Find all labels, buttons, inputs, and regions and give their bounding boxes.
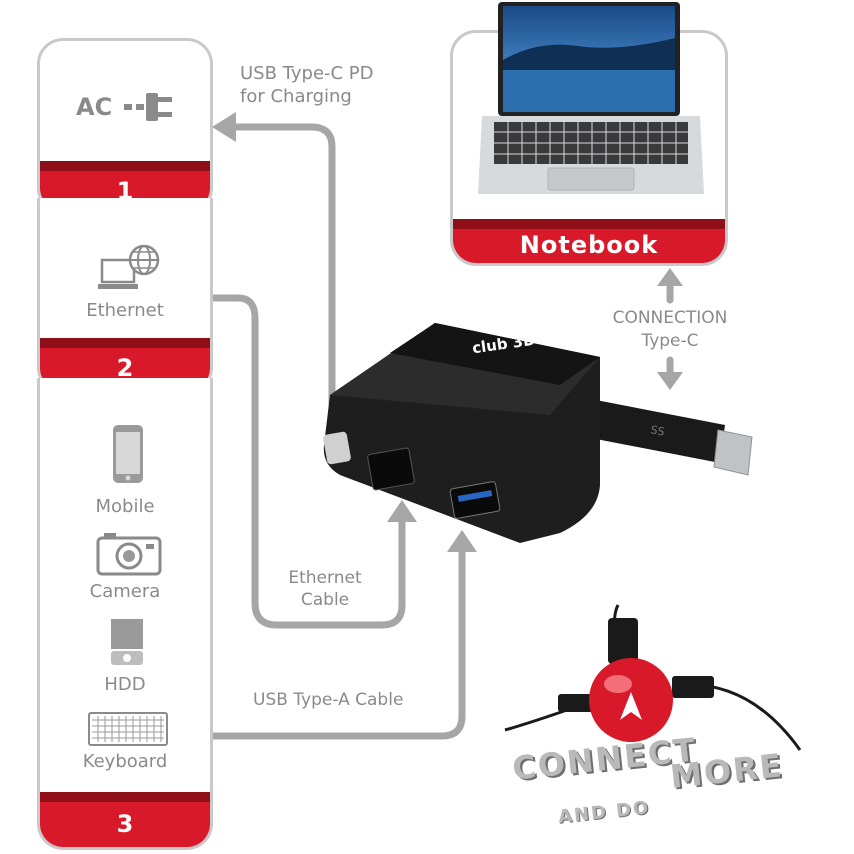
notebook-band: Notebook — [453, 219, 725, 263]
connect-more-illustration: CONNECT AND DO MORE — [500, 600, 820, 840]
ethernet-cable-label: Ethernet Cable — [270, 567, 380, 611]
ethernet-globe-icon — [98, 242, 162, 294]
hdd-label: HDD — [104, 674, 146, 695]
keyboard-icon — [88, 712, 168, 746]
camera-icon — [96, 530, 162, 576]
connection-up-arrow — [657, 268, 683, 286]
connection-line2: Type-C — [641, 331, 699, 351]
card-number-2: 2 — [116, 354, 134, 382]
usb-a-arrow-head — [447, 530, 477, 552]
ethernet-card: Ethernet 2 — [37, 198, 213, 394]
ac-power-card: AC 1 — [37, 38, 213, 214]
hdd-icon — [110, 618, 144, 666]
connection-down-arrow — [657, 372, 683, 390]
usb-a-cable-line — [208, 544, 466, 740]
mobile-icon — [112, 424, 144, 484]
ethernet-arrow-head — [387, 500, 417, 522]
ethernet-cable-line1: Ethernet — [288, 568, 362, 588]
connection-label: CONNECTION Type-C — [600, 307, 740, 353]
connection-line1: CONNECTION — [612, 308, 728, 328]
ethernet-label: Ethernet — [86, 300, 164, 321]
svg-text:SS: SS — [649, 423, 665, 438]
pd-charging-label: USB Type-C PD for Charging — [240, 62, 374, 108]
card-number-3: 3 — [116, 810, 134, 838]
ethernet-cable-line — [208, 294, 406, 629]
mobile-label: Mobile — [95, 496, 155, 517]
card-number-band: 3 — [40, 792, 210, 847]
plug-icon — [124, 89, 174, 125]
usb-c-mini-dock: SS club 3D — [300, 315, 760, 545]
pd-cable-line — [228, 123, 336, 442]
pd-charging-line2: for Charging — [240, 86, 352, 107]
devices-card: Mobile Camera HDD Keyboard 3 — [37, 378, 213, 850]
ac-label: AC — [76, 93, 113, 121]
usb-a-cable-label: USB Type-A Cable — [253, 690, 404, 710]
pd-charging-line1: USB Type-C PD — [240, 63, 374, 84]
pd-arrow-head — [212, 112, 236, 142]
keyboard-label: Keyboard — [82, 751, 168, 772]
camera-label: Camera — [89, 581, 161, 602]
notebook-laptop-image — [478, 0, 704, 196]
ethernet-cable-line2: Cable — [300, 590, 350, 610]
notebook-label: Notebook — [519, 231, 659, 259]
